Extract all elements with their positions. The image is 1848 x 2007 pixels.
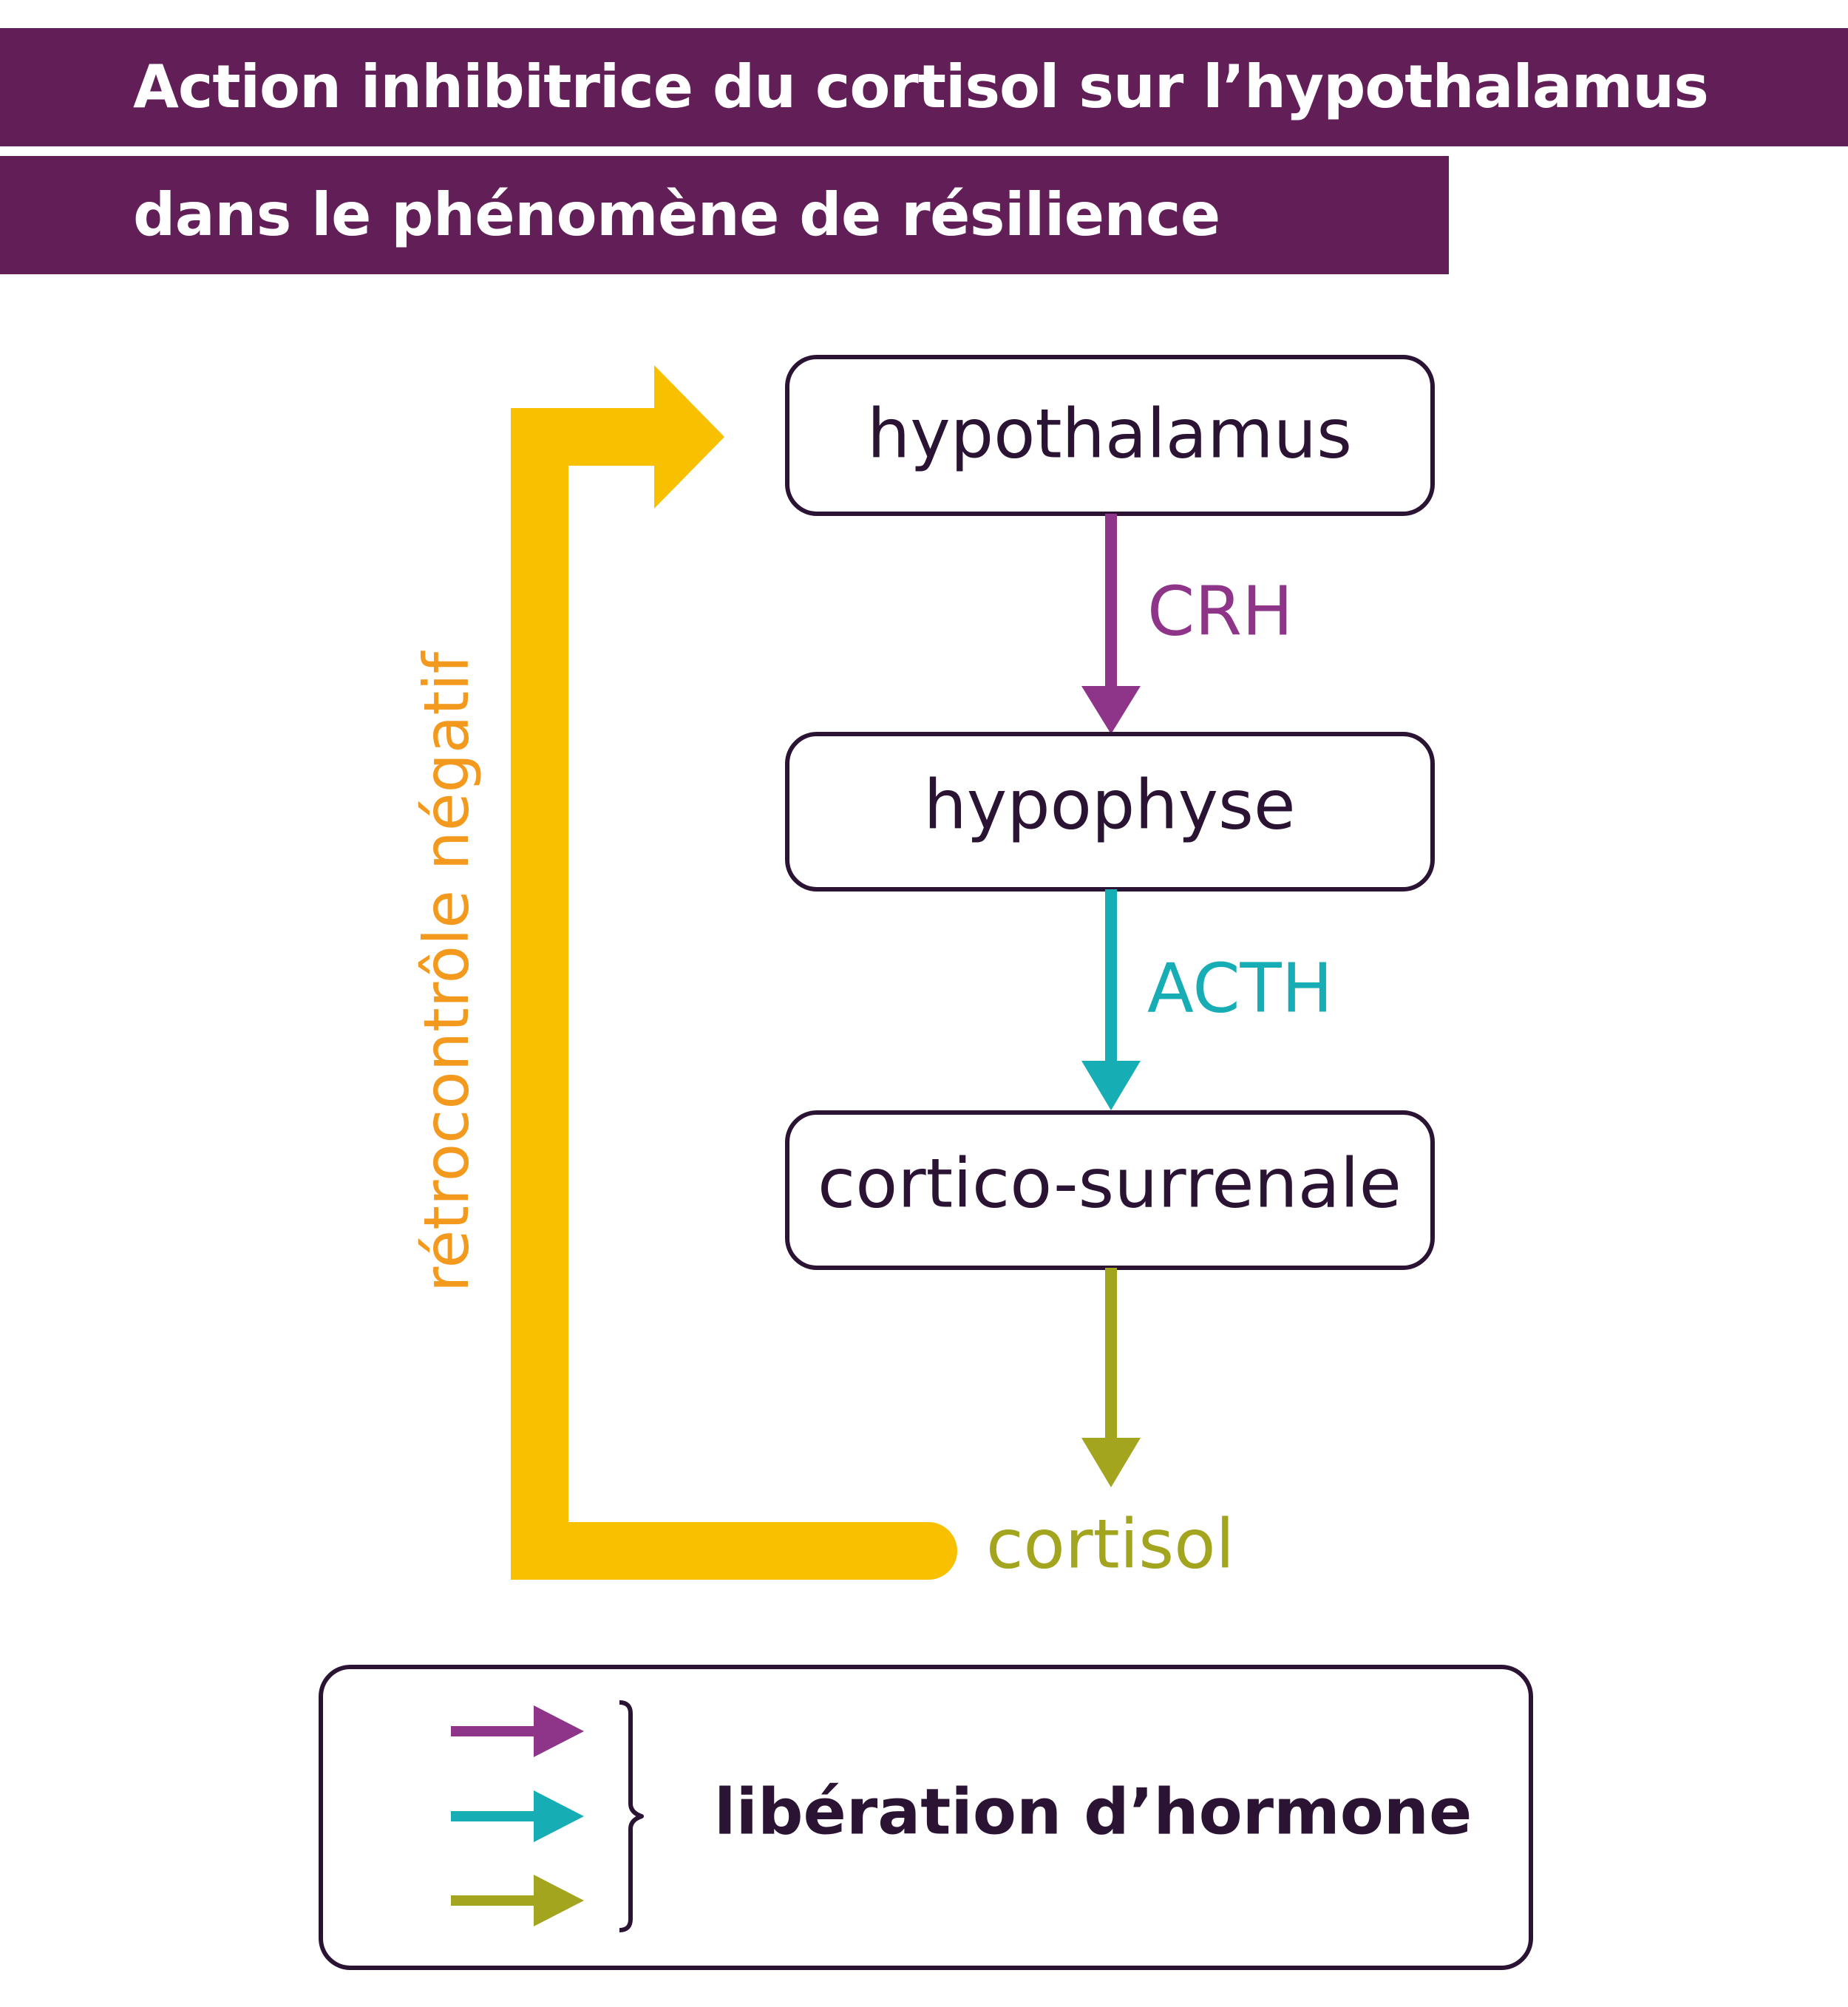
legend-arrow-cortisol bbox=[451, 1875, 584, 1926]
legend-arrow-cortisol-head bbox=[534, 1875, 584, 1926]
title-line-2-text: dans le phénomène de résilience bbox=[133, 180, 1220, 249]
crh-arrow bbox=[1081, 514, 1141, 734]
legend-arrow-crh-head bbox=[534, 1705, 584, 1757]
acth-arrow bbox=[1081, 889, 1141, 1110]
title-line-1-text: Action inhibitrice du cortisol sur l’hyp… bbox=[133, 52, 1709, 121]
box-cortico-surrenale: cortico-surrenale bbox=[785, 1110, 1435, 1270]
legend-arrow-acth bbox=[451, 1790, 584, 1842]
legend: libération d’hormone bbox=[319, 1665, 1533, 1970]
crh-label: CRH bbox=[1147, 571, 1293, 651]
cortisol-label: cortisol bbox=[986, 1504, 1234, 1583]
crh-arrowhead bbox=[1081, 686, 1141, 734]
acth-arrowhead bbox=[1081, 1061, 1141, 1110]
legend-arrow-crh bbox=[451, 1705, 584, 1757]
negative-feedback-path bbox=[511, 408, 928, 1580]
box-hypophyse: hypophyse bbox=[785, 732, 1435, 892]
cortisol-arrow bbox=[1081, 1268, 1141, 1487]
legend-frame bbox=[319, 1665, 1533, 1970]
box-hypothalamus-label: hypothalamus bbox=[867, 394, 1352, 473]
negative-feedback-round-end bbox=[900, 1522, 957, 1580]
title-line-1: Action inhibitrice du cortisol sur l’hyp… bbox=[0, 28, 1848, 146]
negative-feedback-arrowhead bbox=[654, 365, 724, 509]
box-hypophyse-label: hypophyse bbox=[923, 765, 1295, 844]
negative-feedback-label: rétrocontrôle négatif bbox=[410, 650, 483, 1292]
negative-feedback-arrow bbox=[511, 365, 957, 1580]
box-cortico-surrenale-label: cortico-surrenale bbox=[818, 1144, 1402, 1223]
title-line-2: dans le phénomène de résilience bbox=[0, 156, 1449, 274]
legend-label: libération d’hormone bbox=[714, 1775, 1472, 1849]
legend-arrow-acth-head bbox=[534, 1790, 584, 1842]
box-hypothalamus: hypothalamus bbox=[785, 355, 1435, 516]
legend-brace bbox=[619, 1700, 644, 1932]
cortisol-arrowhead bbox=[1081, 1438, 1141, 1487]
acth-label: ACTH bbox=[1147, 948, 1333, 1028]
